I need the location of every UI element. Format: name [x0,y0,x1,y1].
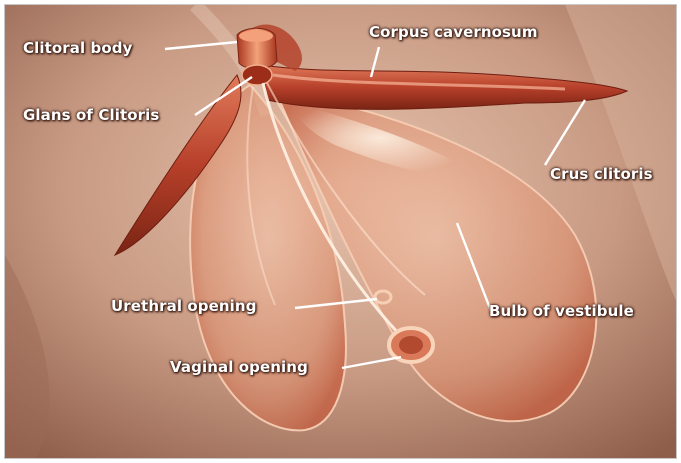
vaginal-opening-inner [399,336,423,354]
label-vaginal-opening: Vaginal opening [170,358,308,376]
clitoral-body-top [239,30,273,42]
anatomy-illustration-frame: Clitoral body Corpus cavernosum Glans of… [4,4,677,459]
label-bulb-of-vestibule: Bulb of vestibule [489,302,634,320]
label-clitoral-body: Clitoral body [23,39,133,57]
label-glans-of-clitoris: Glans of Clitoris [23,106,159,124]
label-urethral-opening: Urethral opening [111,297,257,315]
label-crus-clitoris: Crus clitoris [550,165,653,183]
label-corpus-cavernosum: Corpus cavernosum [369,23,538,41]
clitoris-anatomy-illustration [5,5,677,459]
